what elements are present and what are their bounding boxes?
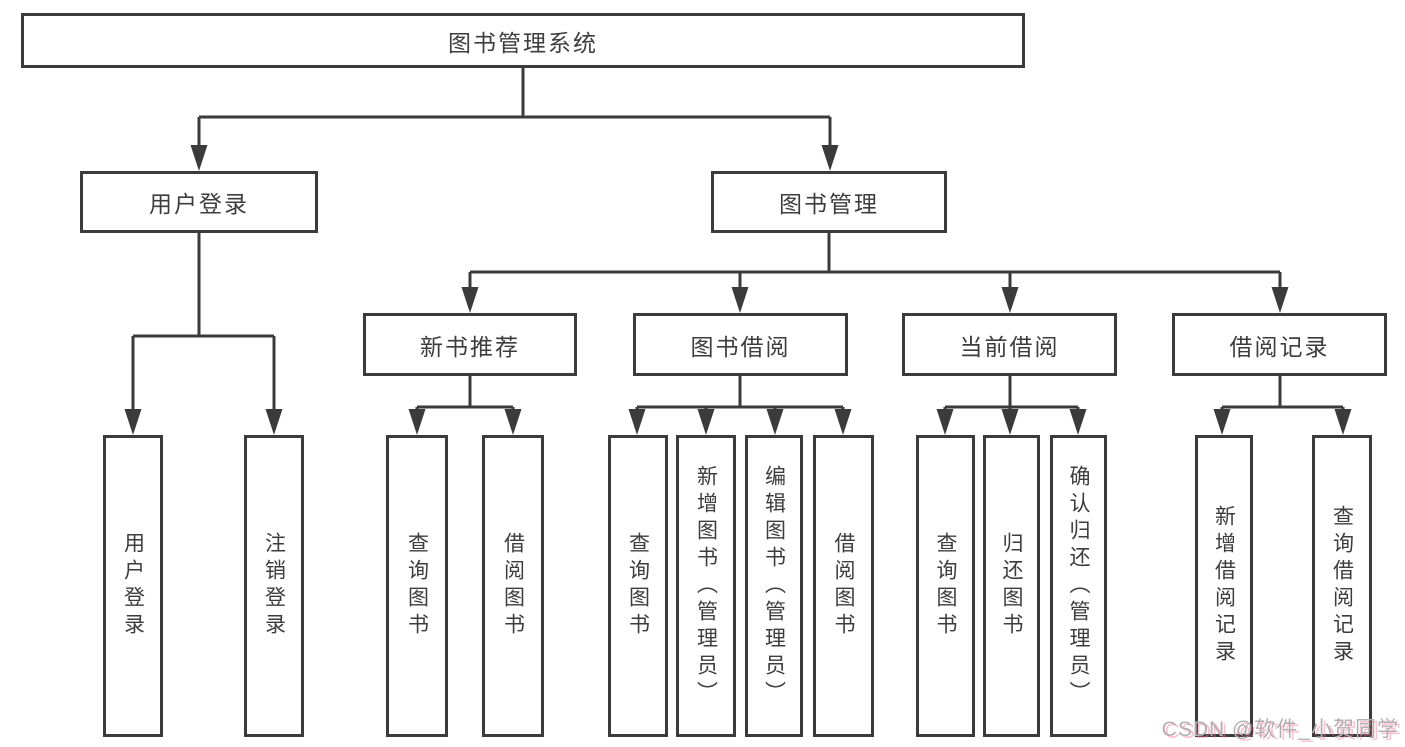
node-label: 借阅图书 [832, 532, 855, 640]
arrowhead-icon [1213, 409, 1231, 435]
node-label: 注销登录 [262, 532, 286, 640]
node-new-book-recommend: 新书推荐 [363, 313, 577, 376]
arrowhead-icon [461, 287, 479, 313]
node-root-system: 图书管理系统 [21, 13, 1025, 68]
node-label: 新增借阅记录 [1212, 505, 1236, 667]
arrowhead-icon [1271, 287, 1289, 313]
arrowheads [124, 145, 1352, 435]
node-borrow-records: 借阅记录 [1172, 313, 1387, 376]
node-label: 借阅记录 [1229, 333, 1330, 360]
arrowhead-icon [1334, 409, 1352, 435]
node-label: 新增图书（管理员） [694, 464, 718, 708]
node-label: 用户登录 [149, 191, 249, 217]
leaf-records-query-record: 查询借阅记录 [1312, 435, 1372, 737]
leaf-records-add-record: 新增借阅记录 [1195, 435, 1253, 737]
node-label: 查询图书 [626, 532, 650, 640]
leaf-logout: 注销登录 [244, 435, 304, 737]
node-label: 图书管理系统 [448, 29, 598, 56]
node-label: 新书推荐 [420, 333, 520, 360]
arrowhead-icon [190, 145, 208, 171]
arrowhead-icon [408, 409, 426, 435]
leaf-newbook-borrow-books: 借阅图书 [482, 435, 544, 737]
node-label: 借阅图书 [501, 532, 525, 640]
node-label: 当前借阅 [959, 333, 1060, 360]
leaf-borrow-borrow-books: 借阅图书 [813, 435, 874, 737]
leaf-user-login: 用户登录 [103, 435, 163, 737]
arrowhead-icon [834, 409, 852, 435]
arrowhead-icon [124, 409, 142, 435]
node-book-borrow: 图书借阅 [633, 313, 848, 376]
node-label: 图书管理 [779, 191, 879, 217]
leaf-borrow-query-books: 查询图书 [608, 435, 668, 737]
arrowhead-icon [936, 409, 954, 435]
node-current-borrow: 当前借阅 [902, 313, 1117, 376]
node-label: 编辑图书（管理员） [762, 464, 786, 708]
node-label: 图书借阅 [690, 333, 791, 360]
leaf-newbook-query-books: 查询图书 [386, 435, 448, 737]
node-label: 查询图书 [934, 532, 957, 640]
node-label: 查询借阅记录 [1330, 505, 1354, 667]
arrowhead-icon [265, 409, 283, 435]
leaf-borrow-add-books-admin: 新增图书（管理员） [676, 435, 736, 737]
node-label: 归还图书 [1000, 532, 1023, 640]
arrowhead-icon [731, 287, 749, 313]
leaf-current-return-books: 归还图书 [983, 435, 1040, 737]
arrowhead-icon [504, 409, 522, 435]
node-label: 用户登录 [121, 532, 145, 640]
arrowhead-icon [1001, 409, 1019, 435]
leaf-current-confirm-return-admin: 确认归还（管理员） [1050, 435, 1107, 737]
node-label: 确认归还（管理员） [1067, 464, 1090, 708]
arrowhead-icon [628, 409, 646, 435]
arrowhead-icon [766, 409, 784, 435]
arrowhead-icon [697, 409, 715, 435]
arrowhead-icon [1069, 409, 1087, 435]
node-book-management: 图书管理 [711, 171, 947, 233]
arrowhead-icon [1001, 287, 1019, 313]
csdn-watermark: CSDN @软件_小贺同学 [1161, 718, 1399, 741]
leaf-borrow-edit-books-admin: 编辑图书（管理员） [745, 435, 803, 737]
leaf-current-query-books: 查询图书 [916, 435, 975, 737]
node-label: 查询图书 [405, 532, 429, 640]
arrowhead-icon [821, 145, 839, 171]
node-user-login: 用户登录 [80, 171, 318, 233]
